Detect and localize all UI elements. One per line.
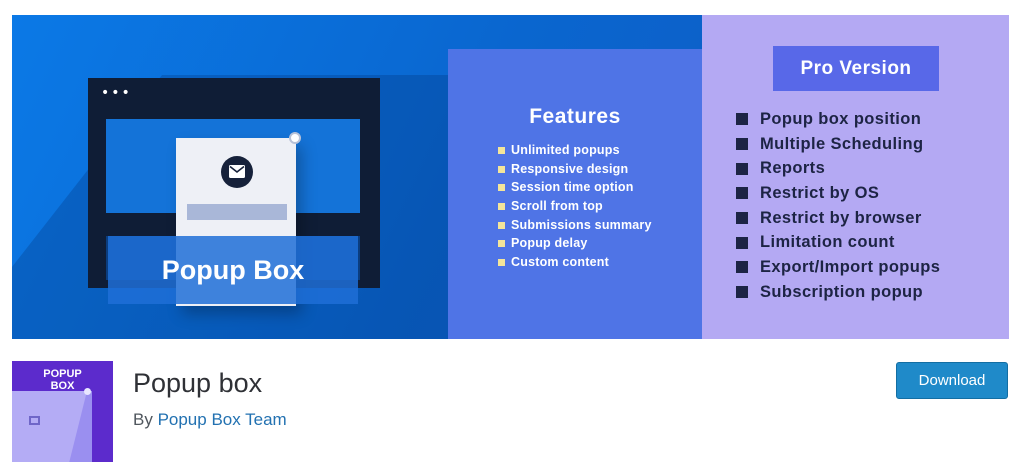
icon-mini-mail-icon [29,416,40,425]
pro-feature-item-label: Multiple Scheduling [760,134,924,153]
pro-feature-item-label: Subscription popup [760,282,924,301]
close-dot-icon [289,132,301,144]
popup-input-bar [187,204,287,220]
pro-feature-bullet-icon [736,187,748,200]
pro-feature-item-label: Reports [760,159,826,178]
feature-item-label: Responsive design [511,161,629,176]
pro-feature-item: Reports [736,156,940,181]
pro-feature-item-label: Popup box position [760,110,922,128]
feature-bullet-icon [498,240,505,248]
feature-bullet-icon [498,221,505,229]
feature-item-label: Submissions summary [511,217,652,232]
pro-feature-item: Multiple Scheduling [736,132,940,157]
popup-title-box [108,236,358,304]
feature-item: Submissions summary [498,216,652,235]
feature-item-label: Session time option [511,180,634,195]
pro-feature-item-label: Limitation count [760,233,895,252]
feature-item-label: Unlimited popups [511,143,620,157]
pro-feature-item: Popup box position [736,107,940,132]
feature-item: Custom content [498,253,652,272]
pro-feature-item: Limitation count [736,230,940,255]
feature-bullet-icon [498,165,505,173]
pro-feature-item-label: Export/Import popups [760,258,941,277]
popup-box-title: Popup Box [161,255,305,285]
plugin-name: Popup box [133,368,263,398]
pro-feature-item: Export/Import popups [736,255,940,280]
pro-feature-item: Restrict by OS [736,181,940,206]
pro-feature-bullet-icon [736,113,748,126]
feature-bullet-icon [498,146,505,154]
pro-feature-bullet-icon [736,236,748,249]
mail-icon [221,156,253,188]
feature-item-label: Popup delay [511,236,588,251]
feature-bullet-icon [498,202,505,210]
plugin-author: By Popup Box Team [133,410,287,430]
browser-dots-icon: ••• [101,85,132,101]
pro-feature-bullet-icon [736,212,748,225]
pro-feature-item: Subscription popup [736,280,940,305]
icon-text-line2: BOX [50,380,75,392]
icon-text-line1: POPUP [43,368,82,380]
feature-item: Scroll from top [498,197,652,216]
download-button[interactable]: Download [896,362,1008,399]
feature-item: Responsive design [498,160,652,179]
feature-item: Popup delay [498,234,652,253]
pro-version-label: Pro Version [773,46,939,91]
pro-feature-bullet-icon [736,286,748,299]
feature-bullet-icon [498,258,505,266]
author-link[interactable]: Popup Box Team [157,410,287,429]
feature-item-label: Scroll from top [511,199,603,214]
feature-item-label: Custom content [511,255,609,270]
feature-item: Unlimited popups [498,141,652,160]
pro-feature-bullet-icon [736,162,748,175]
pro-feature-bullet-icon [736,138,748,151]
author-prefix: By [133,410,158,429]
plugin-icon[interactable]: POPUP BOX [12,361,113,462]
icon-dot [84,388,91,395]
pro-feature-item-label: Restrict by browser [760,208,922,227]
plugin-icon-text: POPUP BOX [12,368,113,392]
pro-feature-item: Restrict by browser [736,206,940,231]
feature-item: Session time option [498,178,652,197]
feature-bullet-icon [498,184,505,192]
pro-feature-bullet-icon [736,261,748,274]
features-title: Features [529,105,621,128]
pro-feature-item-label: Restrict by OS [760,184,880,203]
